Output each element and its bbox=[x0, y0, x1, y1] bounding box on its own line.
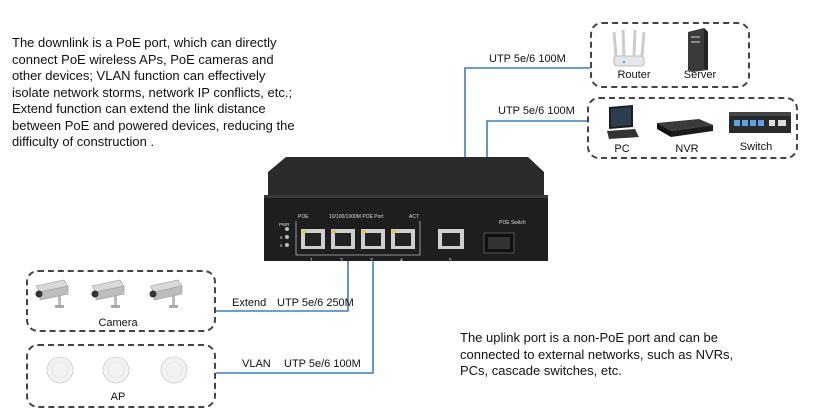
ap-label: AP bbox=[110, 391, 126, 403]
ap-icon bbox=[46, 356, 188, 384]
panel-labels: PWR 6 5 POE 10/100/1000M POE Port ACT 1 … bbox=[279, 214, 526, 264]
link-camera bbox=[215, 257, 349, 312]
led-5 bbox=[285, 243, 289, 247]
server-icon bbox=[688, 28, 708, 72]
panel-port-2: 2 bbox=[340, 258, 343, 264]
switch-label: Switch bbox=[739, 141, 773, 153]
pc-icon bbox=[607, 105, 639, 139]
connection-lines bbox=[215, 67, 590, 374]
panel-port-5: 5 bbox=[449, 258, 452, 264]
nvr-label: NVR bbox=[675, 143, 699, 155]
router-icon bbox=[612, 29, 646, 67]
link-pc-nvr-switch bbox=[486, 120, 590, 157]
switch-device-icon bbox=[729, 112, 791, 133]
switch-edge bbox=[264, 195, 548, 198]
group-camera: Camera bbox=[26, 270, 216, 332]
group-router-server: Router Server bbox=[590, 22, 750, 88]
link-label-vlan-cable: UTP 5e/6 100M bbox=[284, 358, 361, 370]
nvr-icon bbox=[657, 119, 713, 137]
panel-led-6: 6 bbox=[280, 235, 283, 240]
link-label-vlan-mode: VLAN bbox=[242, 358, 271, 370]
led-6 bbox=[285, 235, 289, 239]
link-label-top-2: UTP 5e/6 100M bbox=[498, 105, 575, 117]
group-pc-nvr-switch: PC NVR Switch bbox=[587, 97, 798, 159]
panel-port-3: 3 bbox=[370, 258, 373, 264]
pc-label: PC bbox=[614, 143, 630, 155]
panel-poe: POE bbox=[298, 214, 309, 220]
panel-brand: POE Switch bbox=[499, 220, 526, 226]
led-pwr bbox=[285, 227, 289, 231]
downlink-note: The downlink is a PoE port, which can di… bbox=[12, 35, 295, 149]
panel-port-4: 4 bbox=[400, 258, 403, 264]
link-label-extend-mode: Extend bbox=[232, 297, 267, 309]
link-ap bbox=[215, 257, 374, 374]
panel-led-5: 5 bbox=[280, 243, 283, 248]
panel-port-title: 10/100/1000M POE Port bbox=[329, 214, 384, 220]
link-router-server bbox=[464, 67, 590, 157]
router-label: Router bbox=[617, 69, 651, 81]
camera-icon bbox=[35, 279, 183, 308]
poe-ports bbox=[301, 229, 415, 249]
uplink-note: The uplink port is a non-PoE port and ca… bbox=[460, 330, 734, 378]
camera-label: Camera bbox=[98, 317, 138, 329]
switch-top-face bbox=[268, 157, 544, 195]
panel-port-1: 1 bbox=[310, 258, 313, 264]
link-label-extend-cable: UTP 5e/6 250M bbox=[277, 297, 354, 309]
link-label-top-1: UTP 5e/6 100M bbox=[489, 53, 566, 65]
group-ap: AP bbox=[26, 344, 216, 408]
panel-act: ACT bbox=[409, 214, 419, 220]
server-label: Server bbox=[683, 69, 717, 81]
poe-switch bbox=[264, 157, 548, 261]
poe-port-bracket bbox=[295, 221, 421, 256]
panel-pwr: PWR bbox=[279, 222, 290, 227]
